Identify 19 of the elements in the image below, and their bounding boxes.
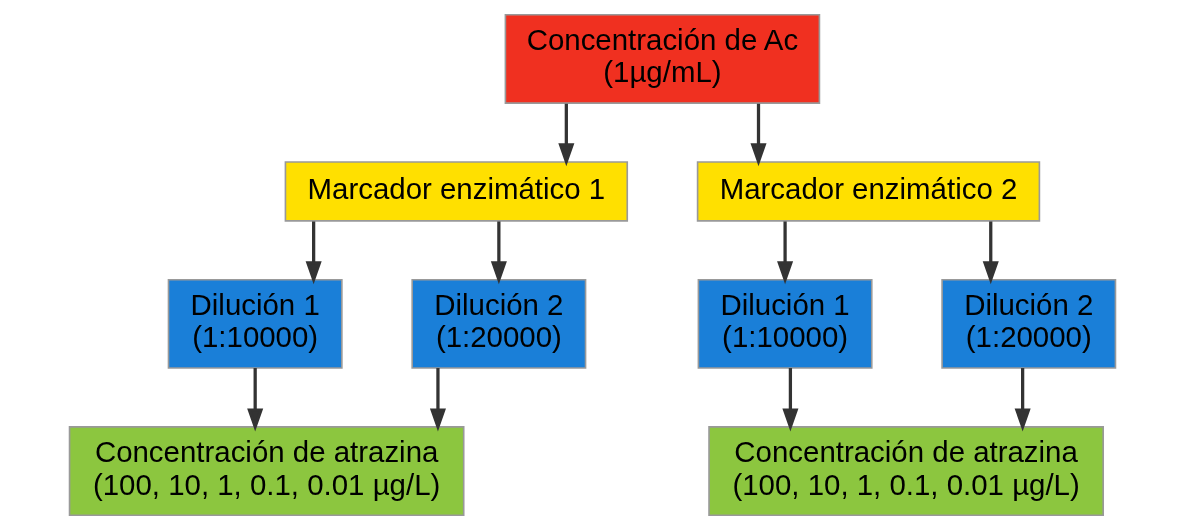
arrow xyxy=(782,368,799,432)
arrow xyxy=(429,368,446,432)
arrow xyxy=(305,221,322,285)
node-box: Dilución 1 (1:10000) xyxy=(697,278,873,369)
node-box: Dilución 2 (1:20000) xyxy=(941,278,1117,369)
node-box: Marcador enzimático 1 xyxy=(284,161,629,222)
node-box: Concentración de atrazina (100, 10, 1, 0.1, 0.01 µg/L) xyxy=(68,426,465,517)
arrow xyxy=(247,368,264,432)
node-box: Concentración de atrazina (100, 10, 1, 0.1, 0.01 µg/L) xyxy=(708,426,1104,517)
arrow xyxy=(558,103,575,167)
arrow xyxy=(1014,368,1031,432)
arrow xyxy=(750,103,767,167)
node-box: Concentración de Ac (1µg/mL) xyxy=(504,13,821,104)
arrow xyxy=(490,221,507,285)
arrow xyxy=(982,221,999,285)
node-box: Dilución 1 (1:10000) xyxy=(167,278,343,369)
node-box: Marcador enzimático 2 xyxy=(696,161,1041,222)
arrow xyxy=(777,221,794,285)
node-box: Dilución 2 (1:20000) xyxy=(411,278,587,369)
